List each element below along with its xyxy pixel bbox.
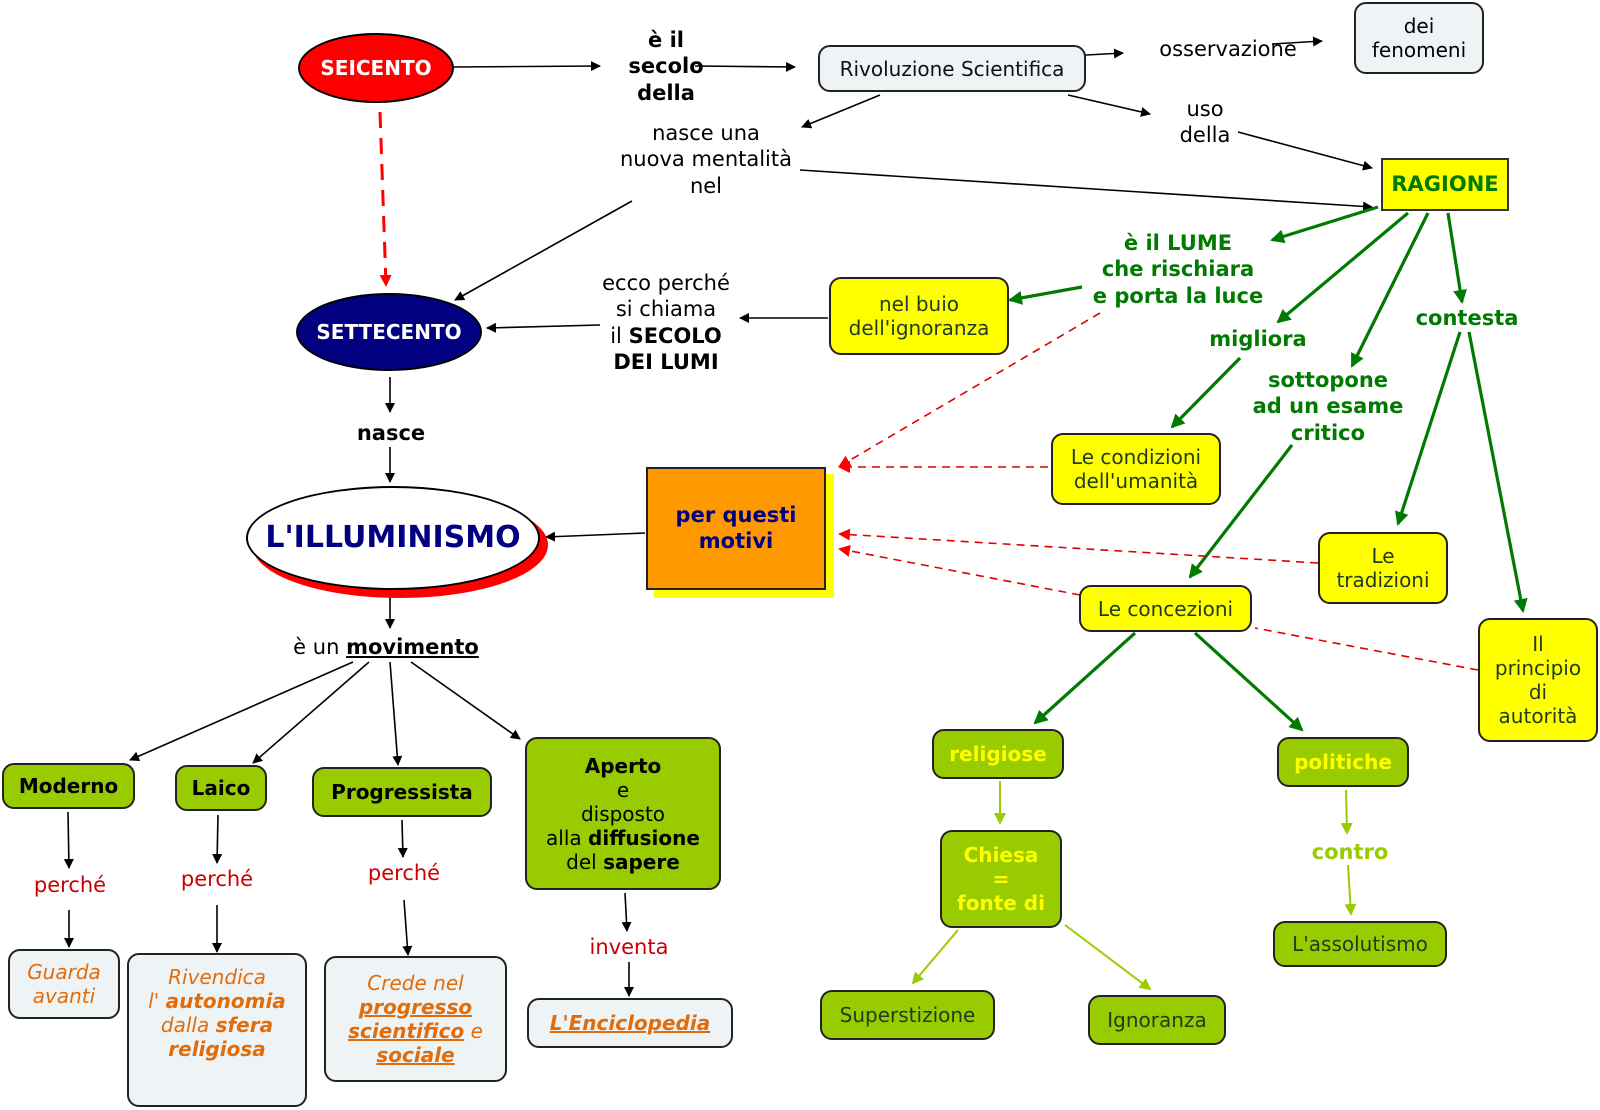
edge-concezioni-politiche — [1193, 631, 1304, 732]
edge-chiesa-ignoranza — [1064, 924, 1152, 991]
node-settecento[interactable]: SETTECENTO — [296, 293, 482, 371]
node-progressista[interactable]: Progressista — [312, 767, 492, 817]
edge-osservazione-fenomeni — [1271, 36, 1323, 47]
link-contro: contro — [1311, 840, 1389, 864]
edge-laico-perche — [212, 814, 223, 864]
edge-sottopone-concezioni — [1188, 444, 1294, 579]
node-chiesa[interactable]: Chiesa = fonte di — [940, 830, 1062, 928]
node-rivoluzione-scientifica[interactable]: Rivoluzione Scientifica — [818, 45, 1086, 92]
edge-mentalita-settecento — [454, 200, 633, 301]
edge-ecco-settecento — [486, 322, 601, 333]
edge-principio-concezioni — [1254, 627, 1479, 671]
edge-perche-crede — [402, 899, 413, 956]
edge-ragione-lume — [1270, 205, 1379, 244]
link-perche-3: perché — [367, 861, 441, 885]
node-tradizioni[interactable]: Le tradizioni — [1318, 532, 1448, 604]
edge-contesta-principio — [1467, 331, 1528, 613]
link-migliora: migliora — [1209, 327, 1307, 351]
edge-migliora-condizioni — [1170, 356, 1242, 429]
node-moderno[interactable]: Moderno — [2, 763, 135, 809]
edge-politiche-contro — [1340, 789, 1353, 835]
edge-movimento-moderno — [129, 661, 354, 761]
edge-movimento-progressista — [389, 661, 403, 766]
link-ecco-perche: ecco perché si chiama il SECOLO DEI LUMI — [602, 271, 730, 374]
edge-ragione-migliora — [1276, 211, 1410, 324]
edge-chiesa-superstizione — [911, 929, 959, 985]
node-religiose[interactable]: religiose — [932, 729, 1064, 779]
edge-concezioni-religiose — [1033, 631, 1137, 725]
edge-seicento-secolo — [451, 61, 601, 72]
edge-contro-assolutismo — [1344, 864, 1357, 916]
link-perche-2: perché — [180, 867, 254, 891]
node-superstizione[interactable]: Superstizione — [820, 990, 995, 1040]
node-ignoranza[interactable]: Ignoranza — [1088, 995, 1226, 1045]
edge-motivi-illuminismo — [545, 531, 646, 542]
node-principio-autorita[interactable]: Il principio di autorità — [1478, 618, 1598, 742]
node-ragione[interactable]: RAGIONE — [1381, 158, 1509, 211]
node-nel-buio[interactable]: nel buio dell'ignoranza — [829, 277, 1009, 355]
link-contesta: contesta — [1415, 306, 1519, 330]
link-movimento: è un movimento — [293, 635, 479, 659]
edge-rivoluzione-uso — [1067, 94, 1151, 117]
node-dei-fenomeni[interactable]: dei fenomeni — [1354, 2, 1484, 74]
node-laico[interactable]: Laico — [175, 765, 267, 811]
edge-moderno-perche — [63, 811, 74, 869]
edge-rivoluzione-mentalita — [801, 94, 881, 129]
edge-secolo-rivoluzione — [694, 61, 796, 72]
node-rivendica[interactable]: Rivendica l' autonomia dalla sfera relig… — [127, 953, 307, 1107]
edge-lume-buio — [1008, 285, 1083, 305]
edge-contesta-tradizioni — [1395, 331, 1462, 526]
edge-concezioni-motivi — [838, 544, 1081, 596]
edge-ragione-sottopone — [1350, 212, 1430, 368]
link-perche-1: perché — [33, 873, 107, 897]
edge-tradizioni-motivi — [838, 528, 1319, 564]
node-aperto[interactable]: Aperto e disposto alla diffusione del sa… — [525, 737, 721, 890]
node-politiche[interactable]: politiche — [1277, 737, 1409, 787]
edge-aperto-inventa — [621, 892, 632, 932]
link-osservazione: osservazione — [1159, 37, 1297, 61]
node-concezioni[interactable]: Le concezioni — [1079, 585, 1252, 632]
edge-uso-ragione — [1237, 131, 1373, 171]
node-per-questi-motivi[interactable]: per questi motivi — [646, 467, 826, 590]
node-assolutismo[interactable]: L'assolutismo — [1273, 921, 1447, 967]
edge-progressista-perche — [397, 819, 408, 858]
edge-movimento-aperto — [410, 661, 521, 740]
node-illuminismo[interactable]: L'ILLUMINISMO — [246, 486, 540, 590]
edge-seicento-settecento — [378, 111, 392, 287]
link-nasce: nasce — [356, 421, 426, 445]
node-guarda-avanti[interactable]: Guarda avanti — [8, 949, 120, 1019]
node-crede[interactable]: Crede nel progresso scientifico e social… — [324, 956, 507, 1082]
link-inventa: inventa — [589, 935, 669, 959]
edge-ragione-contesta — [1446, 212, 1468, 304]
node-seicento[interactable]: SEICENTO — [298, 33, 454, 103]
edge-movimento-laico — [252, 661, 370, 764]
node-condizioni[interactable]: Le condizioni dell'umanità — [1051, 433, 1221, 505]
node-enciclopedia[interactable]: L'Enciclopedia — [527, 998, 733, 1048]
edge-mentalita-ragione — [799, 169, 1373, 212]
